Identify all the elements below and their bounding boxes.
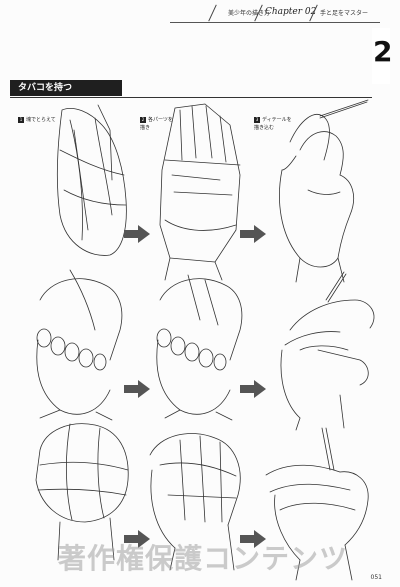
sketch-row3-block bbox=[35, 423, 129, 561]
sketch-row2-parts bbox=[156, 274, 243, 421]
section-label: 手と足をマスター bbox=[320, 10, 369, 17]
right-arrow-icon bbox=[240, 225, 266, 243]
step-number: 1 bbox=[18, 116, 24, 123]
book-title: 美少年の描き方 bbox=[228, 10, 271, 17]
right-arrow-icon bbox=[124, 225, 150, 243]
right-arrow-icon bbox=[124, 380, 150, 398]
sketch-row1-parts bbox=[159, 103, 241, 281]
header-rule bbox=[170, 22, 380, 23]
step-text: ディテールを 描き込む bbox=[254, 117, 292, 131]
sketch-row3-detail bbox=[265, 427, 369, 581]
right-arrow-icon bbox=[240, 530, 266, 548]
right-arrow-icon bbox=[240, 380, 266, 398]
sketch-row3-parts bbox=[149, 433, 241, 571]
right-arrow-icon bbox=[124, 530, 150, 548]
chapter-label: Chapter 02 bbox=[265, 7, 317, 17]
chapter-side-tab: 2 bbox=[372, 28, 393, 84]
sketch-row1-block bbox=[56, 104, 127, 256]
chapter-number: 2 bbox=[373, 35, 393, 68]
section-title: タバコを持つ bbox=[10, 80, 122, 96]
watermark: 著作権保護コンテンツ bbox=[58, 542, 349, 575]
step-text: 各パーツを 描き bbox=[140, 117, 173, 131]
step-number: 2 bbox=[140, 116, 146, 123]
sketch-row1-detail bbox=[279, 99, 369, 283]
sketch-row2-block bbox=[36, 269, 123, 421]
step-number: 3 bbox=[254, 116, 260, 123]
step-text: 塊でとらえて bbox=[26, 117, 56, 123]
section-rule bbox=[10, 97, 372, 98]
sketch-row2-detail bbox=[280, 271, 375, 431]
page-number: 051 bbox=[370, 574, 382, 581]
